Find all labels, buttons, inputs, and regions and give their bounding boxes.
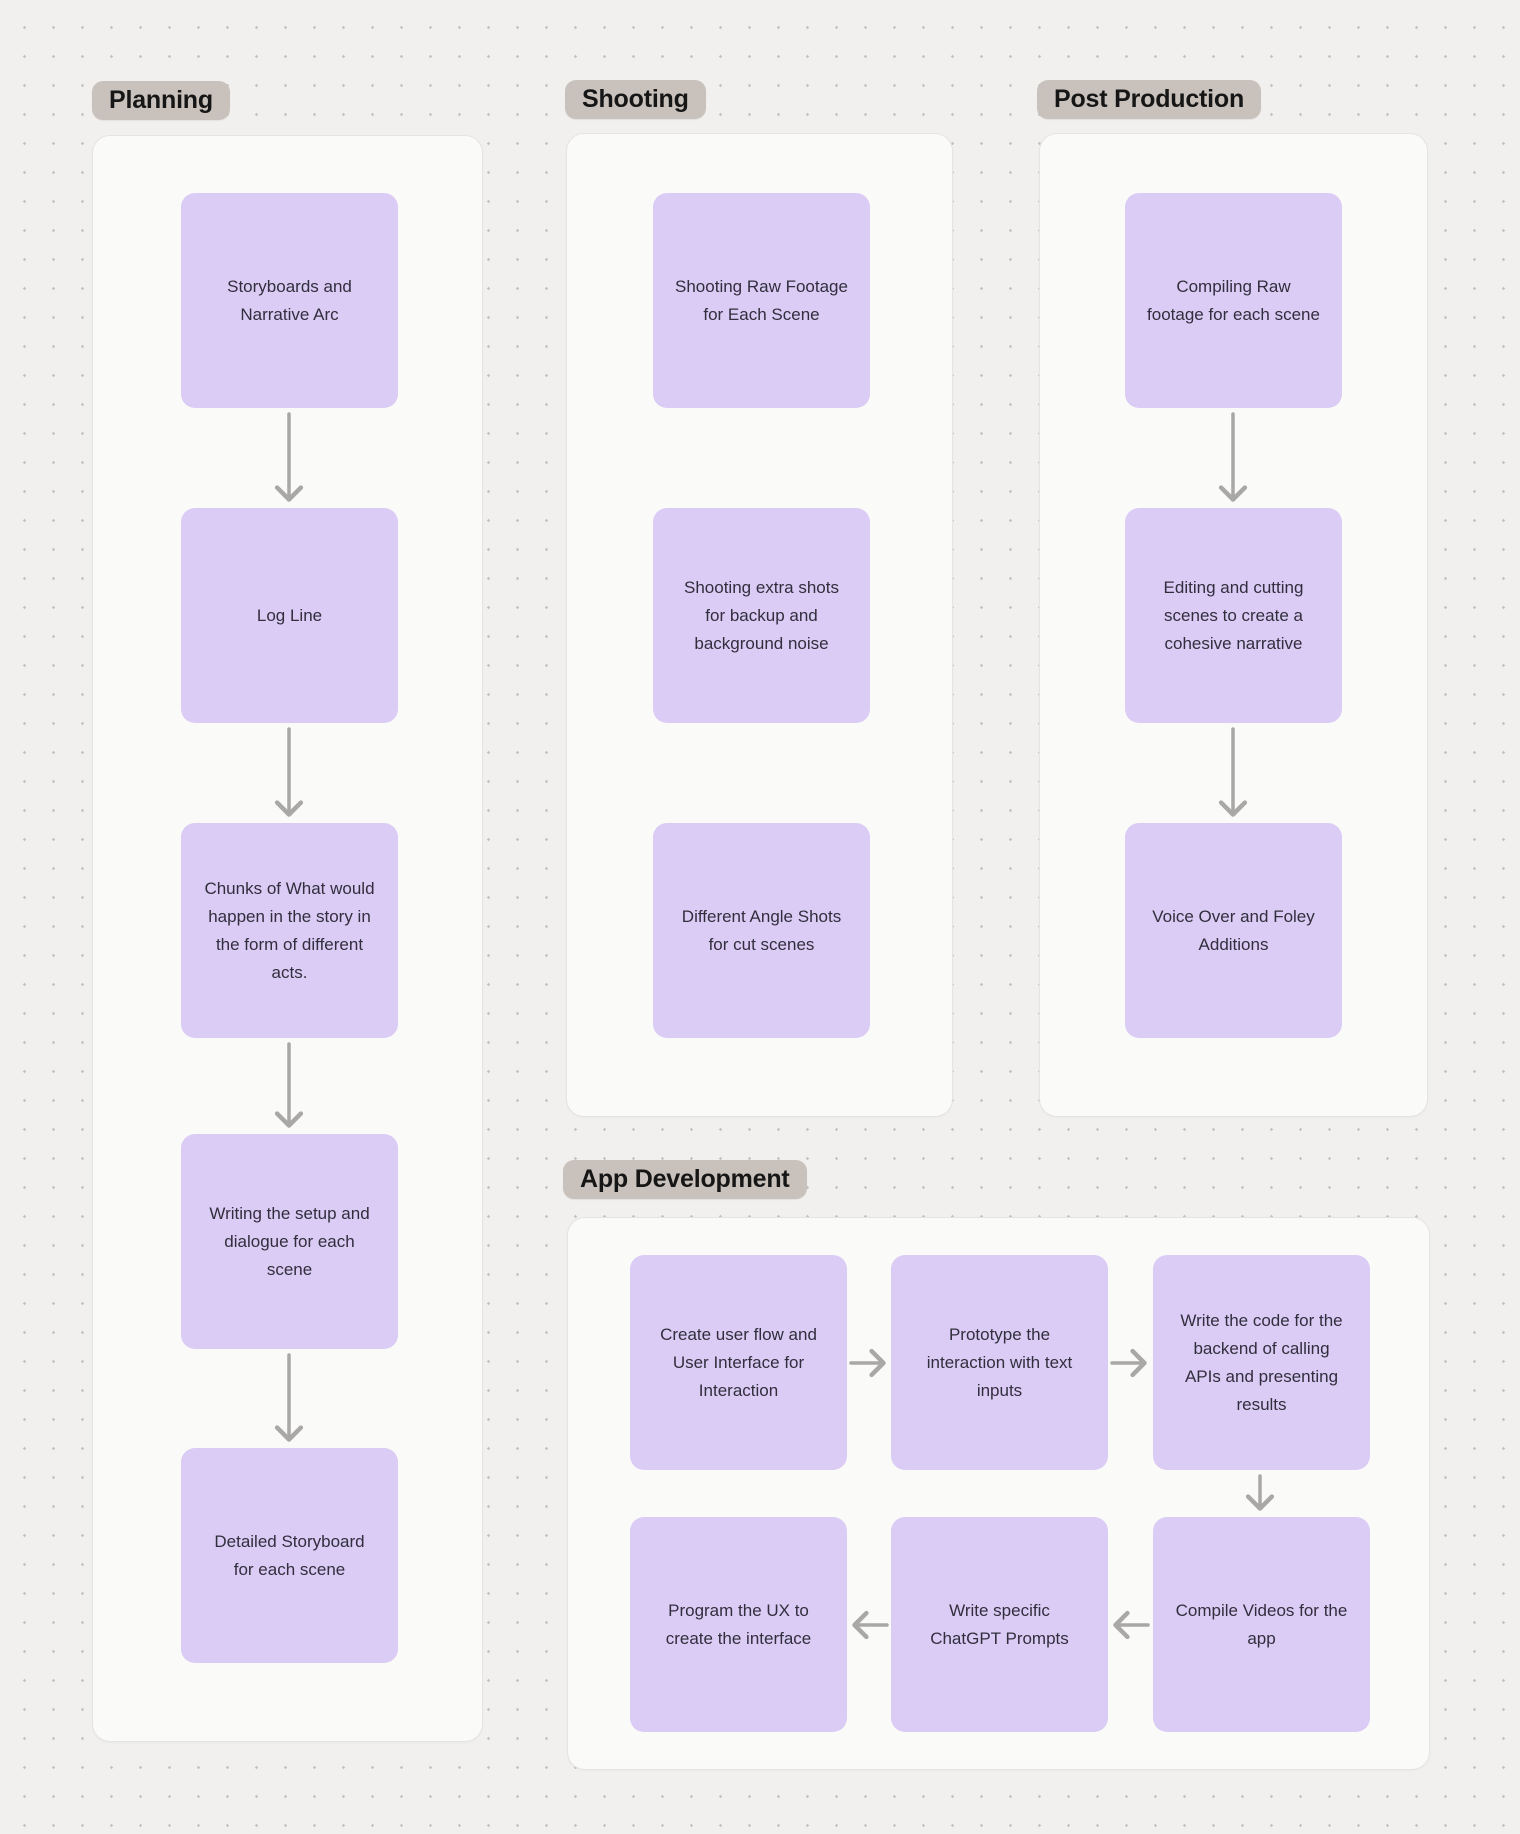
node-prototype-interaction[interactable]: Prototype the interaction with text inpu… xyxy=(891,1255,1108,1470)
node-different-angle-shots[interactable]: Different Angle Shots for cut scenes xyxy=(653,823,870,1038)
node-text: Write specific ChatGPT Prompts xyxy=(930,1600,1069,1648)
node-text: Storyboards and Narrative Arc xyxy=(227,276,352,324)
node-writing-setup-dialogue[interactable]: Writing the setup and dialogue for each … xyxy=(181,1134,398,1349)
node-voice-over-foley[interactable]: Voice Over and Foley Additions xyxy=(1125,823,1342,1038)
section-label-text: Planning xyxy=(109,86,213,114)
node-text: Create user flow and User Interface for … xyxy=(660,1324,817,1400)
section-label-post-production[interactable]: Post Production xyxy=(1037,80,1262,119)
node-shooting-extra-shots[interactable]: Shooting extra shots for backup and back… xyxy=(653,508,870,723)
node-text: Shooting extra shots for backup and back… xyxy=(684,577,839,653)
node-shooting-raw-footage[interactable]: Shooting Raw Footage for Each Scene xyxy=(653,193,870,408)
node-text: Writing the setup and dialogue for each … xyxy=(209,1203,370,1279)
node-text: Detailed Storyboard for each scene xyxy=(214,1531,365,1579)
node-text: Write the code for the backend of callin… xyxy=(1180,1310,1343,1414)
section-label-planning[interactable]: Planning xyxy=(92,81,230,120)
node-storyboards-narrative-arc[interactable]: Storyboards and Narrative Arc xyxy=(181,193,398,408)
node-text: Chunks of What would happen in the story… xyxy=(204,878,375,982)
node-compile-videos[interactable]: Compile Videos for the app xyxy=(1153,1517,1370,1732)
node-write-chatgpt-prompts[interactable]: Write specific ChatGPT Prompts xyxy=(891,1517,1108,1732)
node-log-line[interactable]: Log Line xyxy=(181,508,398,723)
node-text: Shooting Raw Footage for Each Scene xyxy=(675,276,848,324)
node-create-user-flow[interactable]: Create user flow and User Interface for … xyxy=(630,1255,847,1470)
section-label-shooting[interactable]: Shooting xyxy=(565,80,706,119)
section-label-text: Shooting xyxy=(582,85,689,113)
node-compiling-raw-footage[interactable]: Compiling Raw footage for each scene xyxy=(1125,193,1342,408)
node-editing-cutting-scenes[interactable]: Editing and cutting scenes to create a c… xyxy=(1125,508,1342,723)
section-label-app-development[interactable]: App Development xyxy=(563,1160,807,1199)
node-text: Prototype the interaction with text inpu… xyxy=(926,1324,1073,1400)
section-label-text: App Development xyxy=(580,1165,790,1193)
node-chunks-of-acts[interactable]: Chunks of What would happen in the story… xyxy=(181,823,398,1038)
node-detailed-storyboard[interactable]: Detailed Storyboard for each scene xyxy=(181,1448,398,1663)
node-program-ux-interface[interactable]: Program the UX to create the interface xyxy=(630,1517,847,1732)
node-text: Program the UX to create the interface xyxy=(665,1600,812,1648)
section-label-text: Post Production xyxy=(1054,85,1245,113)
node-text: Log Line xyxy=(256,605,323,625)
node-text: Voice Over and Foley Additions xyxy=(1152,906,1315,954)
node-text: Editing and cutting scenes to create a c… xyxy=(1163,577,1304,653)
node-write-backend-code[interactable]: Write the code for the backend of callin… xyxy=(1153,1255,1370,1470)
node-text: Compiling Raw footage for each scene xyxy=(1147,276,1320,324)
node-text: Different Angle Shots for cut scenes xyxy=(681,906,842,954)
node-text: Compile Videos for the app xyxy=(1175,1600,1348,1648)
